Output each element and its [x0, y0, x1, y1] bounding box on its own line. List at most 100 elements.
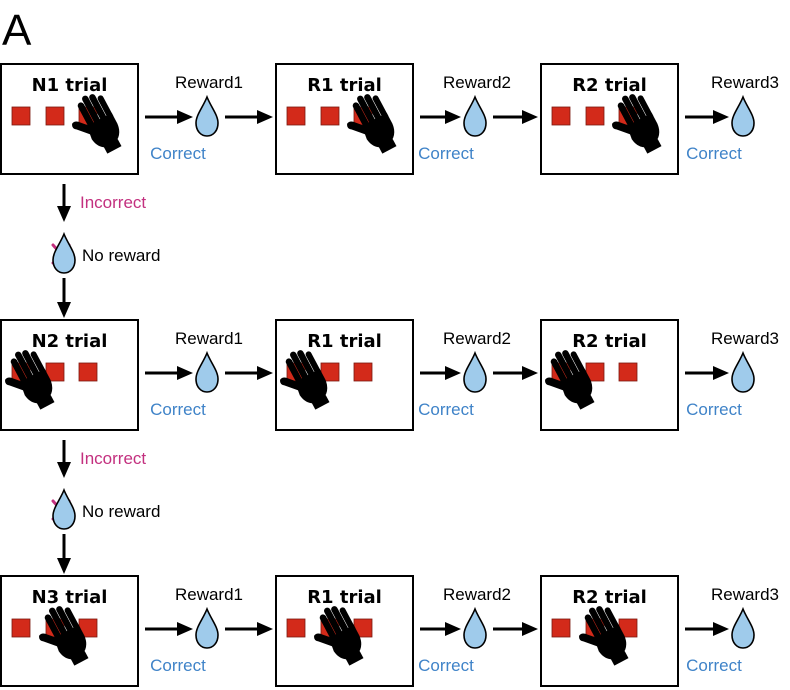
reward-label: Reward2 [443, 73, 511, 92]
target-square [11, 618, 31, 638]
arrow-to-next-trial [225, 366, 273, 380]
target-square [11, 106, 31, 126]
hand-icon [612, 94, 662, 154]
hand-finger [30, 351, 47, 376]
target-square [78, 362, 98, 382]
trial-title: R1 trial [307, 331, 382, 352]
hand-wrist [576, 395, 595, 410]
hand-finger [589, 607, 609, 639]
reward-label: Reward2 [443, 585, 511, 604]
hand-finger [44, 614, 63, 642]
water-drop-icon [195, 94, 219, 137]
arrow-to-reward [145, 366, 193, 380]
hand-icon [314, 606, 364, 666]
arrow-icon [177, 110, 193, 124]
correct-label: Correct [686, 144, 742, 163]
hand-wrist [36, 395, 55, 410]
target-square [320, 106, 340, 126]
hand-finger [89, 94, 108, 124]
trial-title: N2 trial [32, 331, 108, 352]
hand-palm [294, 368, 328, 404]
trial-box-group: R2 trial [540, 63, 679, 175]
hand-finger [97, 95, 114, 120]
hand-wrist [345, 651, 364, 666]
arrow-icon [522, 110, 538, 124]
correct-label: Correct [418, 656, 474, 675]
hand-palm [19, 368, 53, 404]
trial-title: R1 trial [307, 75, 382, 96]
hand-thumb [5, 377, 27, 391]
arrow-to-reward [685, 110, 729, 124]
hand-wrist [311, 395, 330, 410]
hand-palm [361, 112, 395, 148]
trial-title: N3 trial [32, 587, 108, 608]
hand-finger [64, 607, 81, 632]
hand-finger [15, 351, 35, 383]
hand-finger [82, 95, 102, 127]
hand-wrist [378, 139, 397, 154]
hand-icon [545, 350, 595, 410]
no-reward-label: No reward [82, 246, 160, 265]
panel-label: A [2, 6, 32, 55]
hand-finger [622, 95, 642, 127]
hand-finger [10, 358, 29, 386]
reward-label: Reward1 [175, 585, 243, 604]
arrow-down [57, 184, 71, 222]
hand-finger [352, 102, 371, 130]
arrow-to-next-trial [225, 110, 273, 124]
arrow-icon [57, 206, 71, 222]
arrow-icon [713, 366, 729, 380]
correct-label: Correct [150, 144, 206, 163]
arrow-to-reward [685, 622, 729, 636]
hand-palm [559, 368, 593, 404]
arrow-icon [177, 366, 193, 380]
hand-icon [280, 350, 330, 410]
water-drop-icon [731, 350, 755, 393]
trial-title: R2 trial [572, 331, 647, 352]
arrow-icon [522, 622, 538, 636]
water-drop-icon [52, 231, 76, 274]
hand-finger [297, 350, 316, 380]
arrow-icon [177, 622, 193, 636]
hand-icon [39, 606, 89, 666]
reward-label: Reward3 [711, 585, 779, 604]
correct-label: Correct [686, 400, 742, 419]
hand-finger [290, 351, 310, 383]
target-square [45, 106, 65, 126]
reward-label: Reward2 [443, 329, 511, 348]
hand-finger [339, 607, 356, 632]
arrow-icon [713, 110, 729, 124]
arrow-to-next-trial [493, 110, 538, 124]
hand-finger [49, 607, 69, 639]
target-square [618, 362, 638, 382]
correct-label: Correct [686, 656, 742, 675]
incorrect-label: Incorrect [80, 449, 146, 468]
arrow-to-reward [420, 366, 461, 380]
arrow-icon [57, 462, 71, 478]
water-drop-icon [195, 606, 219, 649]
reward-label: Reward1 [175, 73, 243, 92]
target-square [585, 106, 605, 126]
hand-icon [579, 606, 629, 666]
arrow-to-reward [145, 110, 193, 124]
arrow-to-next-trial [493, 366, 538, 380]
hand-wrist [610, 651, 629, 666]
water-drop-icon [463, 94, 487, 137]
hand-finger [550, 358, 569, 386]
hand-finger [604, 607, 621, 632]
hand-wrist [643, 139, 662, 154]
hand-finger [56, 606, 75, 636]
hand-finger [319, 614, 338, 642]
target-square [353, 362, 373, 382]
hand-finger [617, 102, 636, 130]
hand-thumb [545, 377, 567, 391]
target-square [551, 618, 571, 638]
arrow-to-reward [145, 622, 193, 636]
hand-thumb [314, 633, 336, 647]
